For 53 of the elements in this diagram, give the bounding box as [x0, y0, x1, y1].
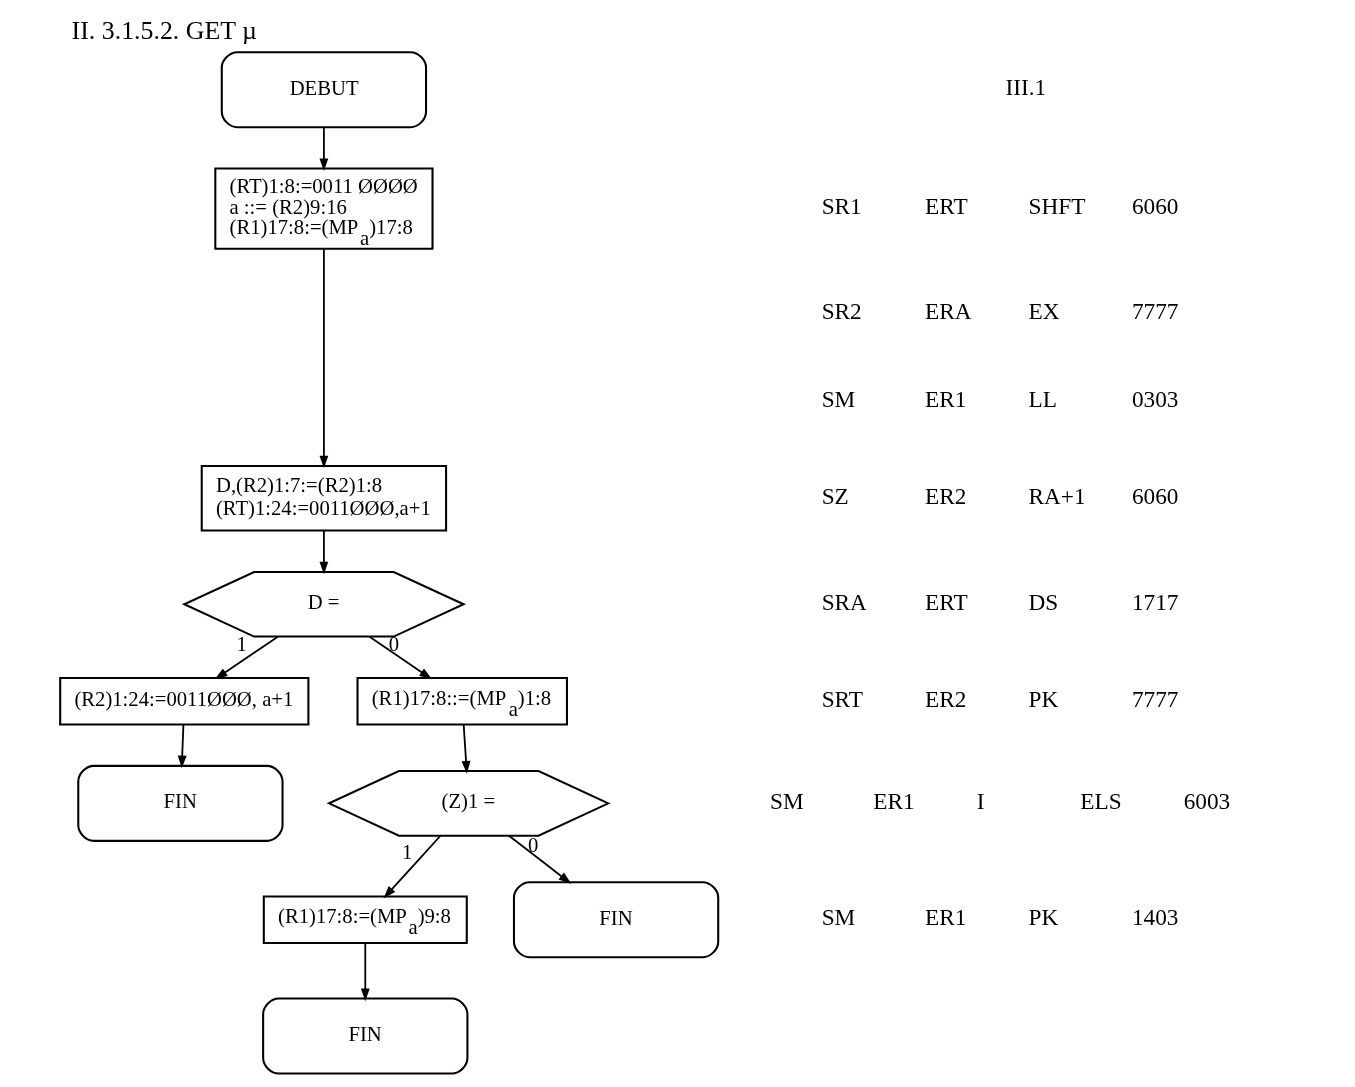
label: SHFT: [1028, 193, 1086, 220]
label: SR1: [821, 193, 862, 220]
node-box: FIN: [512, 881, 720, 959]
label: SM: [769, 788, 804, 815]
arrow: [177, 723, 187, 769]
label: 7777: [1131, 685, 1179, 712]
node-box: D,(R2)1:7:=(R2)1:8 (RT)1:24:=0011ØØØ,a+1: [200, 464, 448, 532]
label: SR2: [821, 298, 862, 325]
label: 1403: [1131, 904, 1179, 931]
arrow: [319, 126, 329, 172]
label: PK: [1028, 685, 1059, 712]
label: SZ: [821, 482, 849, 509]
node-box: FIN: [77, 764, 284, 842]
label: SM: [821, 385, 856, 412]
label: 6060: [1131, 482, 1179, 509]
label: 0303: [1131, 385, 1179, 412]
arrow: [368, 635, 432, 680]
arrow: [461, 723, 471, 774]
arrow: [383, 834, 442, 899]
label: I: [976, 788, 985, 815]
label: ER1: [873, 788, 915, 815]
label: 6060: [1131, 193, 1179, 220]
diagram-title: II. 3.1.5.2. GET µ: [71, 16, 257, 46]
node-box: (R2)1:24:=0011ØØØ, a+1: [59, 676, 310, 726]
label: ER1: [925, 904, 967, 931]
label: RA+1: [1028, 482, 1086, 509]
label: 7777: [1131, 298, 1179, 325]
arrow: [319, 248, 329, 469]
label: ERT: [925, 588, 968, 615]
label: ERT: [925, 193, 968, 220]
label: ELS: [1080, 788, 1122, 815]
node-box: FIN: [262, 997, 469, 1075]
label: ER2: [925, 685, 967, 712]
label: DS: [1028, 588, 1059, 615]
label: SRT: [821, 685, 863, 712]
node-box: DEBUT: [220, 51, 428, 129]
label: EX: [1028, 298, 1060, 325]
edge-label: 0: [528, 834, 539, 857]
arrow: [214, 635, 279, 680]
label: III.1: [1005, 74, 1047, 101]
label: 6003: [1183, 788, 1231, 815]
label: ER2: [925, 482, 967, 509]
label: ER1: [925, 385, 967, 412]
label: SM: [821, 904, 856, 931]
label: SRA: [821, 588, 867, 615]
arrow: [508, 834, 572, 884]
edge-label: 1: [402, 841, 413, 864]
label: PK: [1028, 904, 1059, 931]
label: LL: [1028, 385, 1057, 412]
arrow: [360, 942, 370, 1002]
label: ERA: [925, 298, 972, 325]
label: 1717: [1131, 588, 1179, 615]
arrow: [319, 529, 329, 575]
